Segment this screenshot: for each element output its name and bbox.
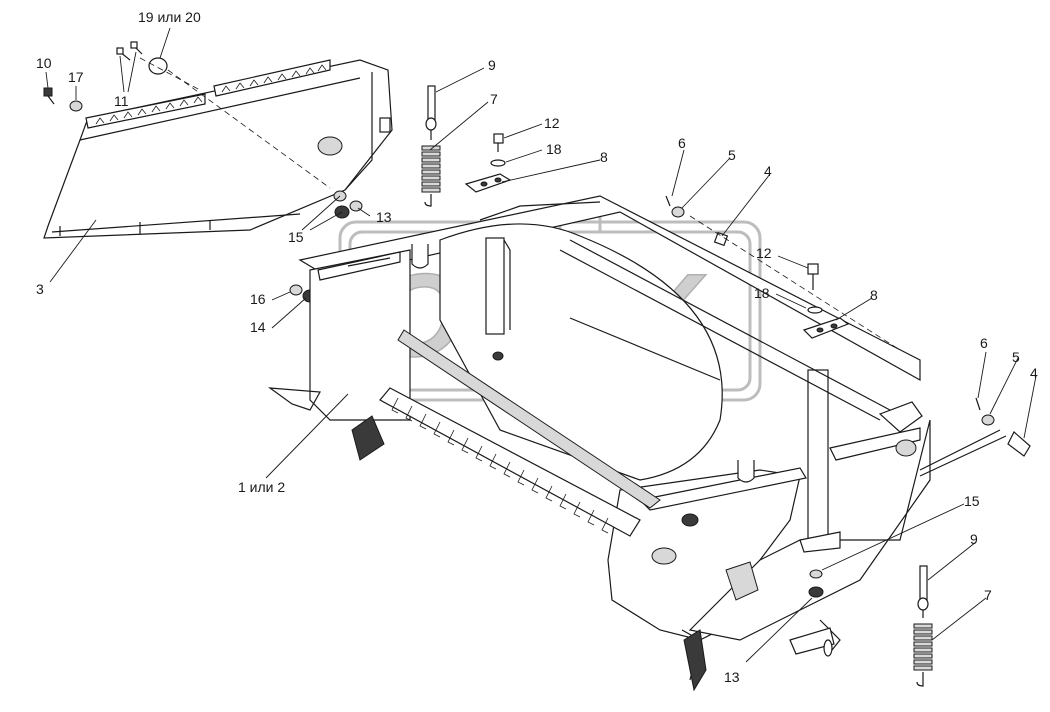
callout-4-upper: 4 (764, 163, 772, 179)
callout-18-lower: 18 (754, 285, 770, 301)
callout-8-lower: 8 (870, 287, 878, 303)
washer-15-nut-13-lower (789, 569, 841, 657)
callout-7-upper: 7 (490, 91, 498, 107)
callout-8-upper: 8 (600, 149, 608, 165)
bolts-11 (116, 41, 143, 61)
callout-1-or-2: 1 или 2 (238, 479, 285, 495)
spring-assembly-upper (421, 85, 441, 207)
main-frame-1-or-2 (267, 195, 931, 681)
bolt-10-washer-17 (43, 87, 83, 112)
toothed-cutter-bar (351, 329, 707, 692)
callout-6-lower: 6 (980, 335, 988, 351)
callout-3: 3 (36, 281, 44, 297)
callout-5-lower: 5 (1012, 349, 1020, 365)
callout-17: 17 (68, 69, 84, 85)
callout-19-or-20: 19 или 20 (138, 9, 201, 25)
callout-13-lower: 13 (724, 669, 740, 685)
callout-labels: 19 или 20 10 17 11 3 9 7 12 18 8 6 5 4 1… (36, 9, 1038, 685)
callout-11: 11 (114, 93, 129, 109)
callout-14: 14 (250, 319, 266, 335)
spring-assembly-lower (913, 565, 933, 687)
callout-5-upper: 5 (728, 147, 736, 163)
callout-9-upper: 9 (488, 57, 496, 73)
callout-12-lower: 12 (756, 245, 772, 261)
callout-4-lower: 4 (1030, 365, 1038, 381)
callout-15-lower: 15 (964, 493, 980, 509)
callout-6-upper: 6 (678, 135, 686, 151)
cap-19-or-20 (148, 57, 168, 75)
pin-6-washer-5-bushing-4-lower (919, 397, 1031, 477)
callout-18-upper: 18 (546, 141, 562, 157)
part-3-deflector-plate (43, 59, 393, 239)
leader-lines (45, 27, 1037, 663)
callout-9-lower: 9 (970, 531, 978, 547)
callout-10: 10 (36, 55, 52, 71)
callout-12-upper: 12 (544, 115, 560, 131)
bolt-12-washer-18-plate-8-upper (464, 133, 512, 193)
pin-6-washer-5-bushing-4-upper (665, 195, 901, 351)
bolt-12-washer-18-plate-8-lower (802, 263, 850, 339)
callout-7-lower: 7 (984, 587, 992, 603)
callout-16: 16 (250, 291, 266, 307)
callout-15-upper: 15 (288, 229, 304, 245)
callout-13-upper: 13 (376, 209, 392, 225)
